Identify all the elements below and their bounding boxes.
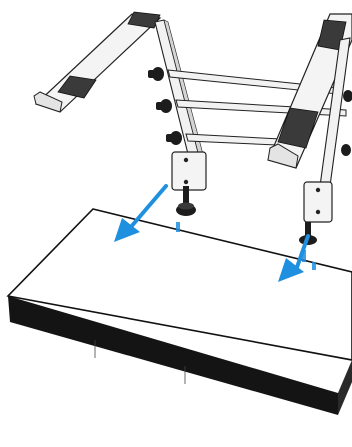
arrow-down-left-icon: [114, 184, 168, 242]
right-clamp-body: [303, 181, 333, 223]
desk-side-edge: [338, 360, 352, 415]
desk-front-edge: [8, 296, 338, 415]
left-clamp-body: [171, 151, 207, 191]
screw-icon: [183, 179, 189, 185]
desk: [6, 208, 352, 415]
left-upper-arm: [34, 13, 162, 113]
knob-icon: [341, 144, 351, 156]
right-lower-pad: [277, 107, 319, 149]
right-clamp-bolt-tip-2: [312, 262, 316, 270]
stand-right-side: [267, 13, 352, 187]
knob-icon: [166, 134, 174, 142]
knob-icon: [343, 90, 352, 102]
screw-icon: [183, 157, 189, 163]
left-clamp-bolt-tip: [176, 222, 180, 232]
right-clamp-bolt: [305, 222, 311, 238]
stand-left-side: [33, 11, 205, 163]
left-clamp-knob-top: [178, 202, 194, 210]
screw-icon: [315, 187, 321, 193]
left-clamp-bolt: [183, 186, 189, 204]
knob-icon: [148, 70, 156, 78]
left-desk-clamp: [171, 151, 207, 232]
left-knobs: [148, 67, 182, 145]
knob-icon: [156, 102, 164, 110]
screw-icon: [315, 209, 321, 215]
desk-top-surface: [6, 208, 352, 361]
left-lower-pad: [57, 75, 97, 99]
right-clamp-bolt-tip: [302, 250, 306, 262]
right-lip: [267, 143, 299, 169]
left-lip: [33, 91, 63, 113]
arrow-down-left-icon: [278, 234, 310, 282]
left-top-pad: [127, 11, 161, 29]
right-desk-clamp: [299, 181, 333, 270]
